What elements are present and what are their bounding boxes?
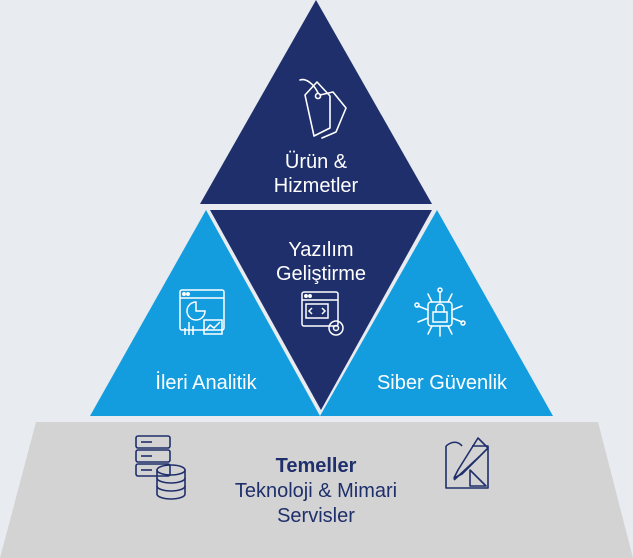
base-band — [0, 422, 633, 558]
top-label: Ürün & Hizmetler — [273, 151, 359, 197]
right-triangle — [320, 210, 553, 416]
analytics-dashboard-icon — [179, 289, 225, 335]
base-title: Temeller — [275, 455, 357, 477]
security-chip-lock-icon — [414, 287, 466, 337]
center-triangle — [210, 210, 432, 410]
server-database-icon — [135, 435, 186, 500]
price-tags-icon — [299, 78, 347, 139]
center-label: Yazılım Geliştirme — [275, 239, 366, 285]
code-window-gear-icon — [301, 291, 344, 336]
base-subtitle-2: Servisler — [277, 505, 355, 527]
left-label: İleri Analitik — [155, 372, 257, 394]
base-subtitle-1: Teknoloji & Mimari — [234, 480, 398, 502]
top-triangle — [200, 0, 432, 204]
blueprint-pencil-icon — [445, 437, 489, 489]
base-label: Temeller Teknoloji & Mimari Servisler — [216, 454, 416, 529]
right-label: Siber Güvenlik — [376, 372, 508, 394]
